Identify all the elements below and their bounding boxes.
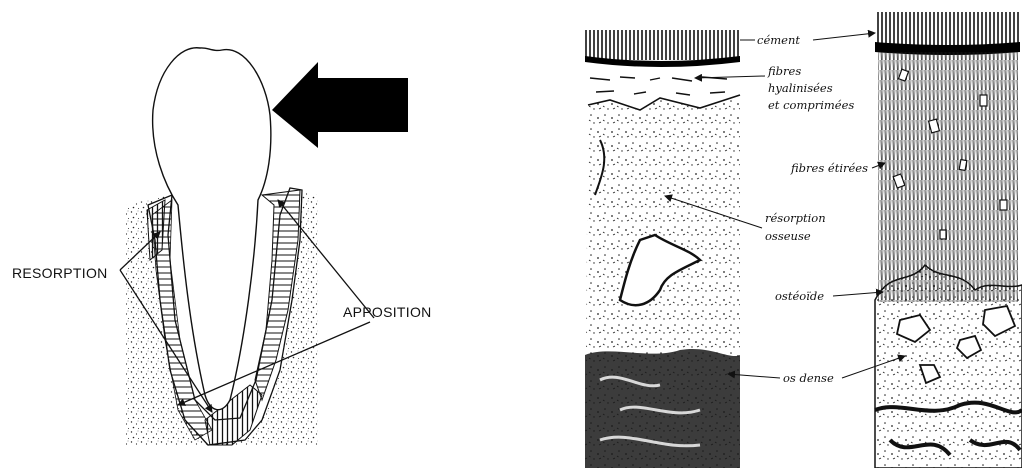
left-figure: RESORPTION APPOSITION: [12, 48, 432, 445]
resorption-label: RESORPTION: [12, 265, 108, 281]
fibres-hyalinisees-label-1: fibres: [767, 64, 801, 78]
right-figure: cément fibres hyalinisées et comprimées …: [585, 12, 1022, 468]
resorption-osseuse-label-2: osseuse: [765, 229, 811, 243]
force-arrow-icon: [272, 62, 408, 148]
cement-label: cément: [757, 33, 800, 47]
osteoid-bone-right: [875, 265, 1022, 468]
cementum-left: [585, 30, 740, 60]
fibres-hyalinisees-label-3: et comprimées: [768, 98, 854, 112]
apposition-label: APPOSITION: [343, 304, 432, 320]
cementum-right: [875, 12, 1020, 47]
hyalinized-fibres: [590, 77, 727, 95]
os-dense-label: os dense: [783, 371, 834, 385]
fibres-etirees-label: fibres étirées: [790, 161, 868, 175]
osteoide-label: ostéoïde: [775, 289, 824, 303]
fibres-hyalinisees-label-2: hyalinisées: [768, 81, 833, 95]
resorption-osseuse-label-1: résorption: [765, 211, 826, 225]
dense-bone-left: [585, 349, 740, 468]
